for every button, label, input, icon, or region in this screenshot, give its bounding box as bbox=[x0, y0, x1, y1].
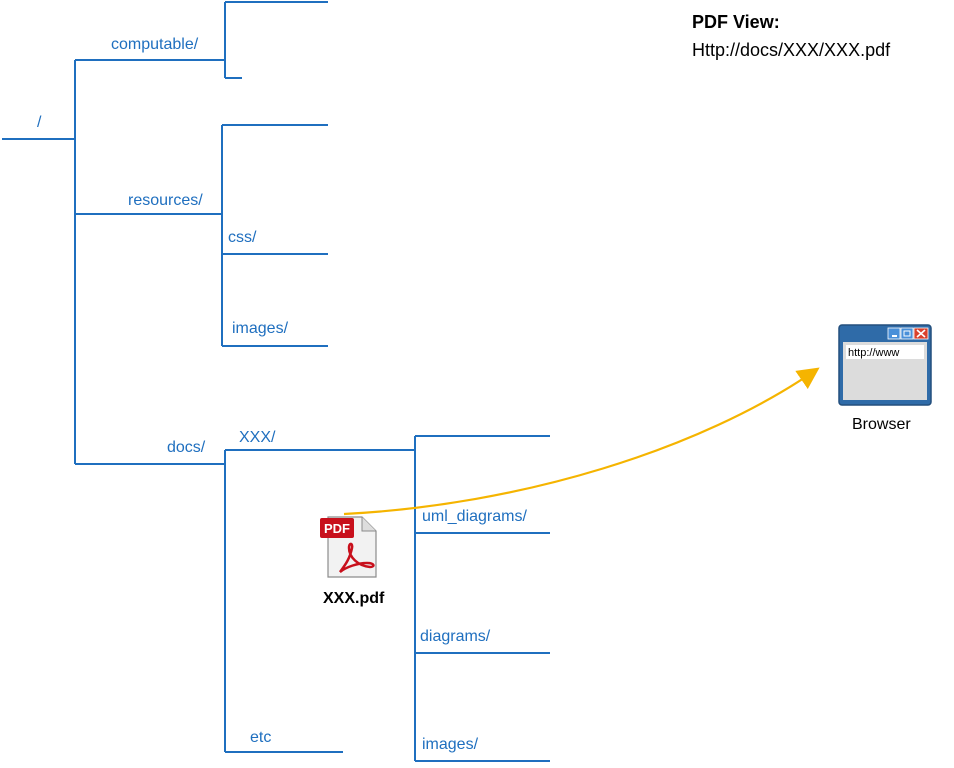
pdf-view-url: Http://docs/XXX/XXX.pdf bbox=[692, 40, 891, 60]
tree-label-computable: computable/ bbox=[111, 36, 199, 53]
tree-label-docs: docs/ bbox=[167, 439, 206, 456]
tree-label-images-docs: images/ bbox=[422, 736, 479, 753]
tree-label-images-resources: images/ bbox=[232, 320, 289, 337]
pdf-file-label: XXX.pdf bbox=[323, 590, 385, 607]
pdf-to-browser-arrow bbox=[343, 367, 820, 516]
pdf-view-title: PDF View: bbox=[692, 12, 780, 32]
pdf-file-icon[interactable]: PDF bbox=[318, 514, 378, 580]
tree-label-etc: etc bbox=[250, 729, 272, 746]
tree-label-xxx: XXX/ bbox=[239, 429, 276, 446]
tree-label-root: / bbox=[37, 114, 42, 131]
tree-label-resources: resources/ bbox=[128, 192, 203, 209]
browser-window-icon[interactable]: http://www bbox=[838, 324, 932, 406]
tree-label-diagrams: diagrams/ bbox=[420, 628, 491, 645]
tree-label-uml-diagrams: uml_diagrams/ bbox=[422, 508, 527, 525]
pdf-badge-text: PDF bbox=[324, 521, 350, 536]
browser-label: Browser bbox=[852, 416, 911, 433]
browser-address-text: http://www bbox=[848, 347, 899, 359]
tree-label-css: css/ bbox=[228, 229, 257, 246]
